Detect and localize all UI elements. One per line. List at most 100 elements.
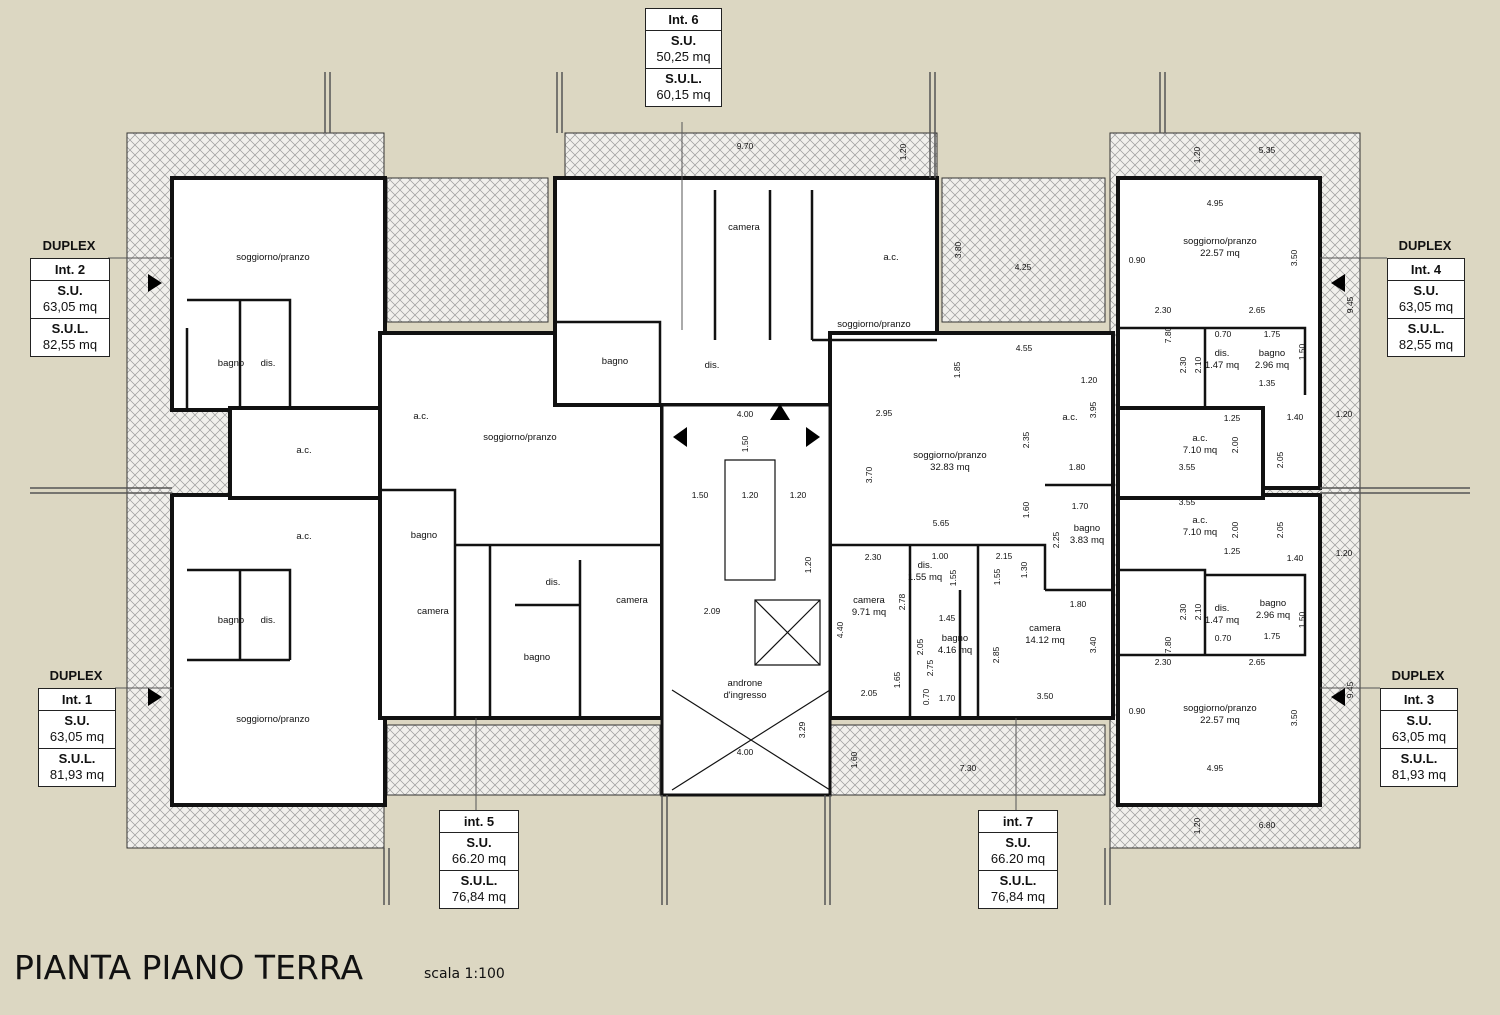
room-name: bagno [1258, 348, 1286, 359]
interior-walls [185, 190, 1307, 791]
room-name: dis. [1214, 348, 1230, 359]
dimension-label: 2.00 [1230, 521, 1240, 539]
unit-sul-label: S.U.L. [665, 71, 702, 86]
room-name: soggiorno/pranzo [1183, 236, 1257, 247]
plan-scale: scala 1:100 [424, 966, 505, 982]
room-name: camera [616, 595, 648, 606]
dimension-label: 2.10 [1193, 356, 1203, 374]
dimension-label: 2.78 [897, 593, 907, 611]
entrance-arrows [148, 274, 1345, 706]
room-label: soggiorno/pranzo [236, 714, 309, 726]
dimension-label: 1.70 [938, 693, 956, 703]
dimension-label: 3.55 [1178, 462, 1196, 472]
dimension-label: 7.80 [1163, 636, 1173, 654]
room-area: 22.57 mq [1200, 715, 1240, 726]
room-label: dis. [261, 358, 276, 370]
unit-su-label: S.U. [670, 33, 697, 48]
pillars [30, 72, 1470, 905]
room-name: bagno [941, 633, 969, 644]
dimension-label: 1.25 [1223, 413, 1241, 423]
dimension-label: 2.65 [1248, 305, 1266, 315]
room-name: a.c. [413, 411, 429, 422]
dimension-label: 2.65 [1248, 657, 1266, 667]
room-name: dis. [545, 577, 561, 588]
dimension-label: 1.65 [892, 671, 902, 689]
room-label: camera [728, 222, 760, 234]
dimension-label: 2.85 [991, 646, 1001, 664]
unit-su-label: S.U. [64, 713, 90, 728]
dimension-label: 1.50 [1297, 343, 1307, 361]
arrow-icon [148, 274, 162, 292]
dimension-label: 2.09 [703, 606, 721, 616]
room-label: bagno [218, 615, 244, 627]
room-name: camera [1029, 623, 1061, 634]
room-name: a.c. [296, 531, 312, 542]
room-name: bagno [1259, 598, 1287, 609]
dimension-label: 1.20 [741, 490, 759, 500]
dimension-label: 1.00 [931, 551, 949, 561]
unit-su-label: S.U. [466, 835, 492, 850]
dimension-label: 0.70 [1214, 329, 1232, 339]
unit-su-label: S.U. [1413, 283, 1439, 298]
room-name: soggiorno/pranzo [483, 432, 557, 443]
dimension-label: 0.70 [1214, 633, 1232, 643]
dimension-label: 4.00 [736, 747, 754, 757]
arrow-icon [1331, 688, 1345, 706]
room-label: a.c. [413, 411, 428, 423]
unit-sul: 81,93 mq [1391, 767, 1447, 782]
room-label: a.c. [296, 445, 311, 457]
dimension-label: 2.30 [1154, 305, 1172, 315]
room-area: 1.47 mq [1204, 360, 1240, 371]
dimension-label: 9.45 [1345, 681, 1355, 699]
room-label: a.c. [296, 531, 311, 543]
room-name: camera [728, 222, 760, 233]
dimension-label: 6.80 [1258, 820, 1276, 830]
room-name: a.c. [296, 445, 312, 456]
unit-su: 66.20 mq [990, 851, 1046, 866]
dimension-label: 5.65 [932, 518, 950, 528]
dimension-label: 1.40 [1286, 553, 1304, 563]
room-label: a.c.7.10 mq [1183, 515, 1217, 539]
room-name: soggiorno/pranzo [913, 450, 987, 461]
dimension-label: 3.50 [1036, 691, 1054, 701]
dimension-label: 0.90 [1128, 706, 1146, 716]
dimension-label: 2.25 [1051, 531, 1061, 549]
dimension-label: 5.35 [1258, 145, 1276, 155]
dimension-label: 4.40 [835, 621, 845, 639]
room-area: 1.55 mq [907, 572, 943, 583]
dimension-label: 1.20 [1335, 548, 1353, 558]
room-label: dis. [705, 360, 720, 372]
dimension-label: 4.55 [1015, 343, 1033, 353]
dimension-label: 2.05 [860, 688, 878, 698]
room-area: 32.83 mq [930, 462, 970, 473]
room-area: 14.12 mq [1025, 635, 1065, 646]
room-label: dis. [261, 615, 276, 627]
unit-sul: 76,84 mq [990, 889, 1046, 904]
dimension-label: 1.75 [1263, 329, 1281, 339]
unit-sul-label: S.U.L. [1400, 751, 1438, 766]
room-label: bagno [218, 358, 244, 370]
room-name: dis. [260, 615, 276, 626]
room-name: soggiorno/pranzo [1183, 703, 1257, 714]
unit-label: int. 7 [1002, 814, 1034, 829]
courtyard-right [941, 177, 1106, 323]
dimension-label: 1.40 [1286, 412, 1304, 422]
dimension-label: 3.29 [797, 721, 807, 739]
dimension-label: 4.25 [1014, 262, 1032, 272]
unit-int3 [1116, 493, 1322, 807]
unit-su: 66.20 mq [451, 851, 507, 866]
room-area: 3.83 mq [1069, 535, 1105, 546]
room-name: soggiorno/pranzo [837, 319, 911, 330]
dimension-label: 1.60 [1021, 501, 1031, 519]
room-label: camera [417, 606, 449, 618]
unit-int7 [828, 331, 1115, 720]
unit-su-label: S.U. [57, 283, 83, 298]
room-label: bagno [524, 652, 550, 664]
room-label: soggiorno/pranzo [483, 432, 556, 444]
